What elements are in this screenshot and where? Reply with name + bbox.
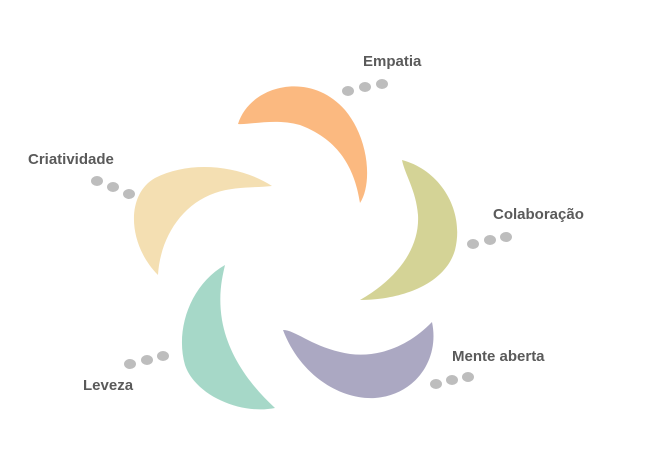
petal-colaboracao — [360, 160, 458, 300]
petal-mente-aberta — [283, 322, 434, 399]
label-colaboracao: Colaboração — [493, 206, 584, 223]
dots-leveza — [124, 351, 169, 369]
label-mente-aberta: Mente aberta — [452, 348, 545, 365]
petal-leveza — [181, 265, 275, 410]
dots-colaboracao — [467, 232, 512, 249]
petal-criatividade — [133, 166, 272, 275]
petal-empatia — [238, 86, 368, 203]
label-empatia: Empatia — [363, 53, 422, 70]
dots-criatividade — [91, 176, 135, 199]
label-leveza: Leveza — [83, 377, 134, 394]
dots-mente-aberta — [430, 372, 474, 389]
label-criatividade: Criatividade — [28, 151, 114, 168]
dots-empatia — [342, 79, 388, 96]
